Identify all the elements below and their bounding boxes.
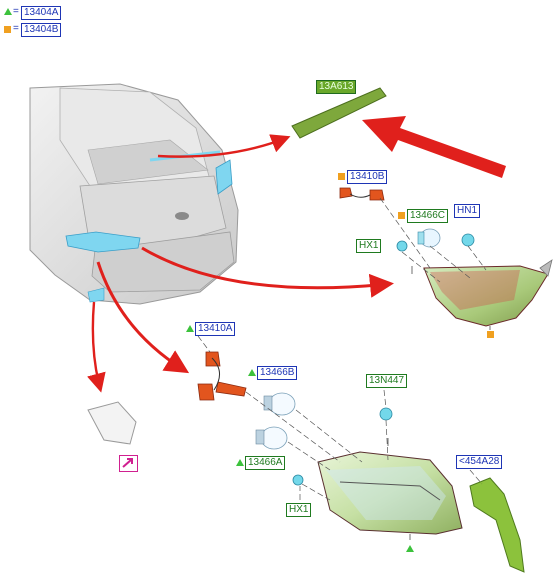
- legend-square-marker: [4, 26, 11, 33]
- callout-fastener[interactable]: 13N447: [366, 374, 408, 388]
- callout-trim-panel[interactable]: <454A28: [456, 455, 503, 469]
- callout-socket-hx-upper[interactable]: HX1: [356, 239, 382, 253]
- lower-socket-triangle-marker: [186, 325, 194, 332]
- high-mount-lamp: [291, 87, 387, 139]
- big-arrow: [362, 116, 506, 178]
- callout-bulb-lower-1[interactable]: 13466B: [257, 366, 298, 380]
- arrow-up-right-icon: [122, 458, 133, 468]
- external-link-icon[interactable]: [119, 455, 138, 472]
- legend-code-13404B[interactable]: 13404B: [21, 23, 62, 37]
- callout-socket-hn[interactable]: HN1: [454, 204, 481, 218]
- lower-bulb-2-triangle-marker: [236, 459, 244, 466]
- legend-code-13404A[interactable]: 13404A: [21, 6, 62, 20]
- upper-bulb-square-marker: [398, 212, 405, 219]
- upper-lamp-square-marker: [487, 331, 494, 338]
- callout-bulb-socket-lower[interactable]: 13410A: [195, 322, 236, 336]
- trim-panel: [469, 477, 525, 573]
- callout-bulb-lower-2[interactable]: 13466A: [245, 456, 286, 470]
- leader-lines: [197, 197, 487, 501]
- label-ticks: [387, 266, 491, 540]
- bracket-part: [87, 401, 137, 445]
- callout-hx-lower[interactable]: HX1: [286, 503, 312, 517]
- lower-lamp-triangle-marker: [406, 545, 414, 552]
- vehicle-rear: [29, 83, 239, 305]
- callout-arrows: [87, 134, 394, 393]
- callout-high-mount-lamp[interactable]: 13A613: [316, 80, 357, 94]
- upper-socket-square-marker: [338, 173, 345, 180]
- legend-equals: =: [13, 6, 19, 17]
- lower-bulb-1-triangle-marker: [248, 369, 256, 376]
- callout-bulb-socket-upper[interactable]: 13410B: [347, 170, 388, 184]
- lower-bulbs-sockets: [197, 351, 393, 486]
- upper-bulbs-sockets: [339, 187, 475, 252]
- legend-triangle-marker: [4, 8, 12, 15]
- legend-equals: =: [13, 23, 19, 34]
- callout-bulb-upper[interactable]: 13466C: [407, 209, 449, 223]
- lower-tail-lamp: [317, 451, 463, 535]
- upper-tail-lamp: [423, 259, 553, 327]
